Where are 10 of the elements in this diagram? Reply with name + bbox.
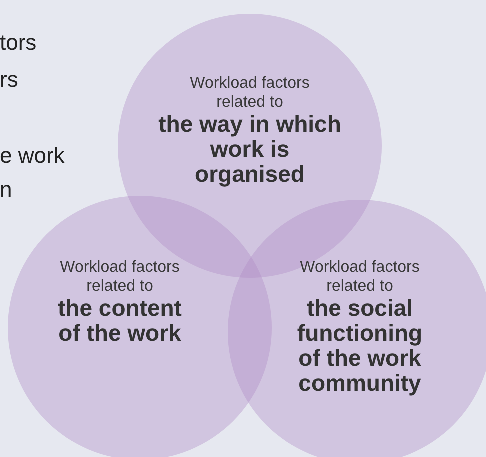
text-fragment: e work <box>0 143 65 169</box>
text-fragment: n <box>0 177 12 203</box>
text-fragment: rs <box>0 67 18 93</box>
circle-subtitle: Workload factors related to <box>299 258 421 296</box>
text-fragment: tors <box>0 30 37 56</box>
circle-title: the social functioning of the work community <box>296 296 424 396</box>
circle-title: the content of the work <box>57 296 183 346</box>
circle-subtitle: Workload factors related to <box>189 74 311 112</box>
circle-title: the way in which work is organised <box>158 112 342 187</box>
circle-subtitle: Workload factors related to <box>59 258 181 296</box>
